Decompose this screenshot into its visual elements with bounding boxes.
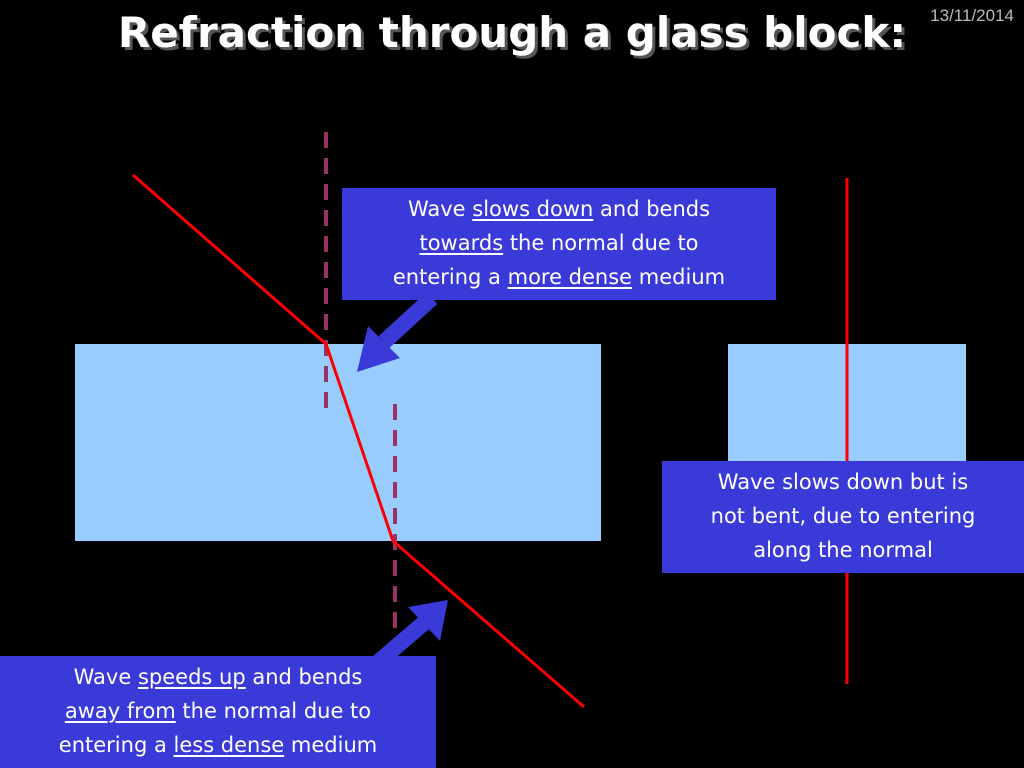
callout-line: entering a less dense medium — [58, 733, 378, 757]
callout-line: entering a more dense medium — [392, 265, 726, 289]
callout-line: towards the normal due to — [419, 231, 699, 255]
callout-line: Wave slows down and bends — [407, 197, 711, 221]
callout-entering-glass: Wave slows down and bends towards the no… — [342, 188, 776, 300]
callout-line: away from the normal due to — [64, 699, 372, 723]
callout-line: not bent, due to entering — [710, 504, 976, 528]
callout-exiting-glass: Wave speeds up and bends away from the n… — [0, 656, 436, 768]
keyword-away-from: away from — [64, 699, 176, 723]
keyword-slows-down: slows down — [472, 197, 594, 221]
keyword-more-dense: more dense — [507, 265, 633, 289]
keyword-speeds-up: speeds up — [137, 665, 246, 689]
slide-title: Refraction through a glass block: — [117, 8, 907, 57]
keyword-less-dense: less dense — [173, 733, 285, 757]
light-ray-refracted — [132, 173, 585, 709]
arrow-to-exit-point — [370, 600, 448, 671]
callout-line: Wave slows down but is — [717, 470, 969, 494]
callout-line: Wave speeds up and bends — [73, 665, 363, 689]
callout-line: along the normal — [753, 538, 933, 562]
arrow-to-entry-point — [357, 292, 438, 372]
glass-block-left — [75, 344, 601, 541]
slide-date: 13/11/2014 — [930, 6, 1014, 25]
keyword-towards: towards — [419, 231, 504, 255]
callout-along-normal: Wave slows down but is not bent, due to … — [662, 461, 1024, 573]
